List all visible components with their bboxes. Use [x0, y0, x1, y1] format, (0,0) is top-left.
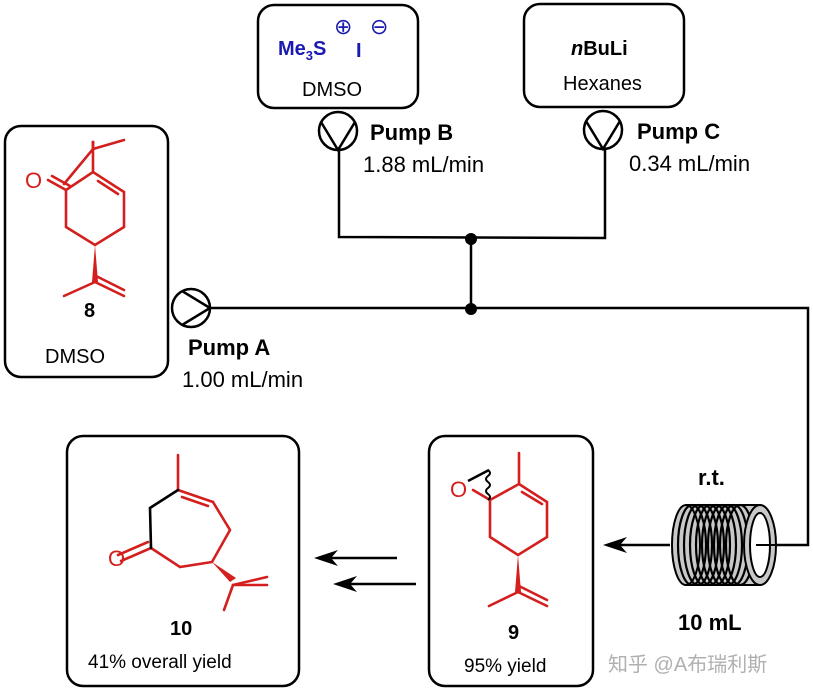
compound-9-number: 9: [508, 622, 520, 644]
watermark: 知乎 @A布瑞利斯: [608, 654, 768, 676]
reservoir-a-solvent: DMSO: [45, 346, 105, 368]
reactor-temperature: r.t.: [698, 465, 725, 490]
compound-10-number: 10: [170, 618, 193, 640]
molecule-10-new-bonds: [148, 488, 180, 550]
junction-node-upper: [465, 233, 477, 245]
reagent-nbuli: nBuLi: [571, 38, 628, 61]
product-9-yield: 95% yield: [464, 656, 547, 677]
reagent-subscript: 3: [305, 48, 314, 63]
pump-a-rate: 1.00 mL/min: [182, 367, 304, 392]
reagent-prefix: n: [571, 38, 584, 60]
arrowhead-to-9: [603, 537, 627, 553]
wavy-bond-9: [485, 469, 491, 501]
arrowhead-to-10-b: [333, 576, 357, 592]
anion-charge-icon: ⊖: [370, 14, 389, 39]
epoxide-bond: [467, 468, 490, 483]
reagent-me: Me: [278, 38, 306, 60]
wedge-bond-8: [92, 245, 98, 282]
arrowhead-to-10-a: [314, 550, 338, 566]
reservoir-a-box: [3, 124, 170, 379]
product-9-box: [427, 434, 595, 688]
reagent-iodide: I: [356, 40, 362, 62]
product-10-box: [65, 434, 301, 688]
ketone-oxygen-10: O: [108, 546, 126, 571]
reactor-volume: 10 mL: [678, 610, 742, 635]
reagent-me3s: Me3S: [278, 38, 326, 63]
reservoir-b-solvent: DMSO: [302, 79, 362, 101]
pump-a-icon[interactable]: [170, 287, 213, 329]
pump-c-icon[interactable]: [582, 109, 624, 152]
cation-charge-icon: ⊕: [334, 14, 353, 39]
reservoir-c-box: [522, 2, 686, 109]
molecule-8: [46, 138, 126, 298]
reagent-name: BuLi: [583, 38, 628, 60]
pump-c-label: Pump C: [637, 119, 721, 144]
reagent-s: S: [313, 38, 327, 60]
ketone-oxygen-8: O: [25, 168, 43, 193]
junction-node-lower: [465, 303, 477, 315]
wedge-bond-10: [212, 562, 236, 582]
pump-a-label: Pump A: [188, 335, 271, 360]
pump-b-icon[interactable]: [317, 110, 359, 153]
reservoir-c-solvent: Hexanes: [563, 73, 642, 95]
pump-c-rate: 0.34 mL/min: [629, 151, 751, 176]
coil-reactor-icon[interactable]: [671, 503, 777, 587]
pump-b-rate: 1.88 mL/min: [363, 152, 485, 177]
molecule-9: [471, 451, 549, 608]
product-10-yield: 41% overall yield: [88, 652, 232, 673]
epoxide-oxygen-9: O: [450, 477, 468, 502]
reservoir-b-box: [256, 3, 420, 110]
wedge-bond-9: [515, 555, 521, 592]
compound-8-number: 8: [84, 300, 96, 322]
molecule-10: [116, 453, 269, 612]
pump-b-label: Pump B: [370, 120, 454, 145]
